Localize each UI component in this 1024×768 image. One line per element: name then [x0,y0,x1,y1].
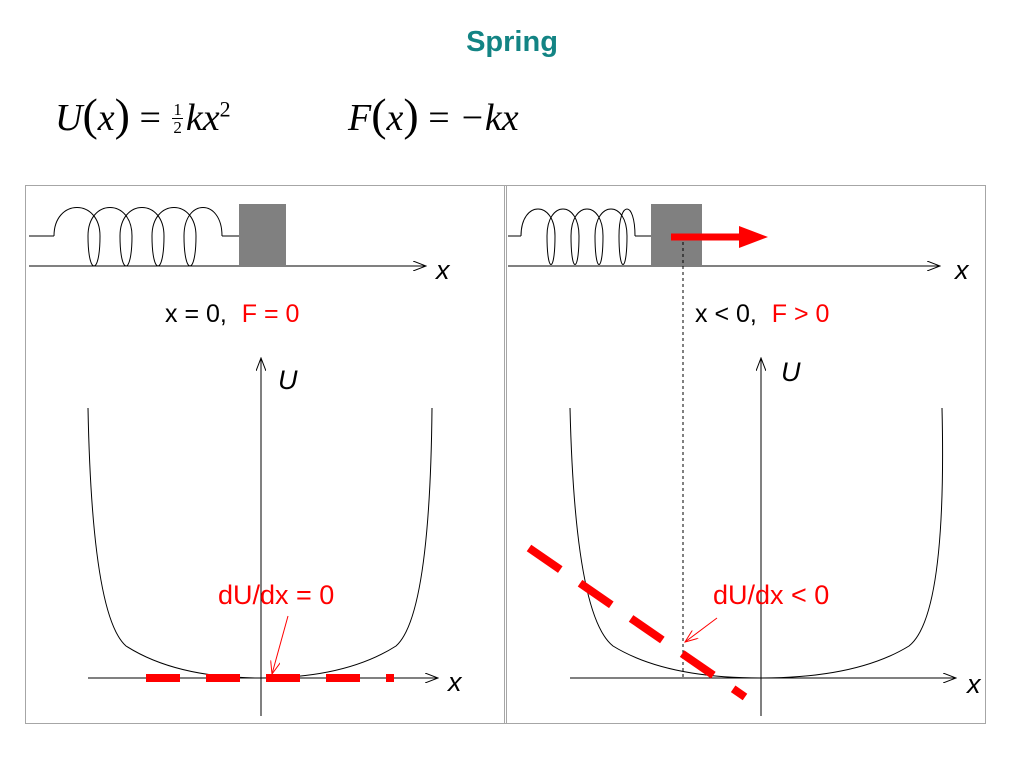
eq-u-exponent: 2 [219,96,231,122]
spring-axis-x-label: x [953,255,970,285]
eq-f-equals: = [428,97,450,139]
mass-block [239,204,286,265]
slope-pointer-arrow [685,617,718,642]
energy-x-axis-label: x [446,667,463,697]
eq-u-arg: x [97,97,115,139]
u-axis-label: U [781,357,801,387]
state-label: x < 0, F > 0 [695,300,829,328]
energy-x-axis-label: x [965,669,982,699]
displaced-panel: x x < 0, F > 0 U x dU/dx < 0 [504,185,986,724]
slope-label: dU/dx = 0 [218,580,334,610]
eq-u-rhs: kx [185,97,220,139]
force-arrow-head [739,226,768,248]
eq-f-arg: x [386,97,404,139]
tangent-line [526,544,748,701]
eq-u-equals: = [139,97,161,139]
slope-pointer-arrow [272,615,289,674]
eq-f-rhs: −kx [459,97,519,139]
equilibrium-diagram: x x = 0, F = 0 U x dU/dx = 0 [29,204,463,716]
eq-f-symbol: F [348,97,372,139]
frac-numerator: 1 [172,99,183,119]
frac-denominator: 2 [173,117,182,137]
spring-coil [53,207,223,267]
displaced-diagram: x x < 0, F > 0 U x dU/dx < 0 [508,204,982,716]
potential-curve [87,407,433,679]
state-f-text: F = 0 [242,300,300,328]
state-label: x = 0, F = 0 [165,300,299,328]
force-equation: F(x) = −kx [348,89,519,140]
equilibrium-panel: x x = 0, F = 0 U x dU/dx = 0 [25,185,507,724]
spring-axis-x-label: x [434,255,451,285]
state-x-text: x < 0, [695,300,757,328]
u-axis-label: U [278,365,298,395]
potential-curve [569,407,944,679]
eq-u-symbol: U [55,97,83,139]
page-title: Spring [466,26,558,58]
state-x-text: x = 0, [165,300,227,328]
slope-label: dU/dx < 0 [713,580,829,610]
state-f-text: F > 0 [772,300,830,328]
spring-coil [520,208,636,265]
